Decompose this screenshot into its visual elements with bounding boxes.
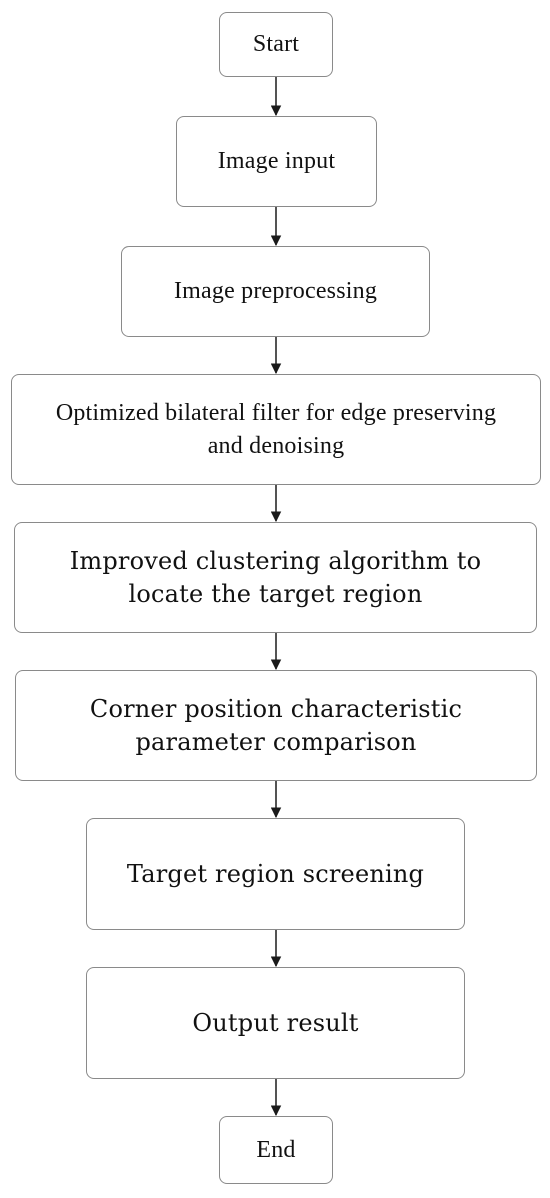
node-bilateral-filter: Optimized bilateral filter for edge pres… [11,374,541,485]
node-clustering: Improved clustering algorithm to locate … [14,522,537,633]
node-image-preprocessing-label: Image preprocessing [173,278,378,305]
node-bilateral-filter-label: Optimized bilateral filter for edge pres… [55,400,497,459]
node-start-label: Start [252,31,300,58]
node-clustering-label: Improved clustering algorithm to locate … [69,547,482,608]
node-start: Start [219,12,333,77]
node-output-result: Output result [86,967,465,1079]
node-corner-comparison-label: Corner position characteristic parameter… [89,695,463,756]
node-image-preprocessing: Image preprocessing [121,246,430,337]
node-output-result-label: Output result [192,1008,359,1037]
node-image-input: Image input [176,116,377,207]
node-end-label: End [256,1136,296,1163]
node-corner-comparison: Corner position characteristic parameter… [15,670,537,781]
node-end: End [219,1116,333,1184]
node-image-input-label: Image input [217,148,336,175]
node-target-region-screening: Target region screening [86,818,465,930]
node-target-region-screening-label: Target region screening [126,859,425,888]
